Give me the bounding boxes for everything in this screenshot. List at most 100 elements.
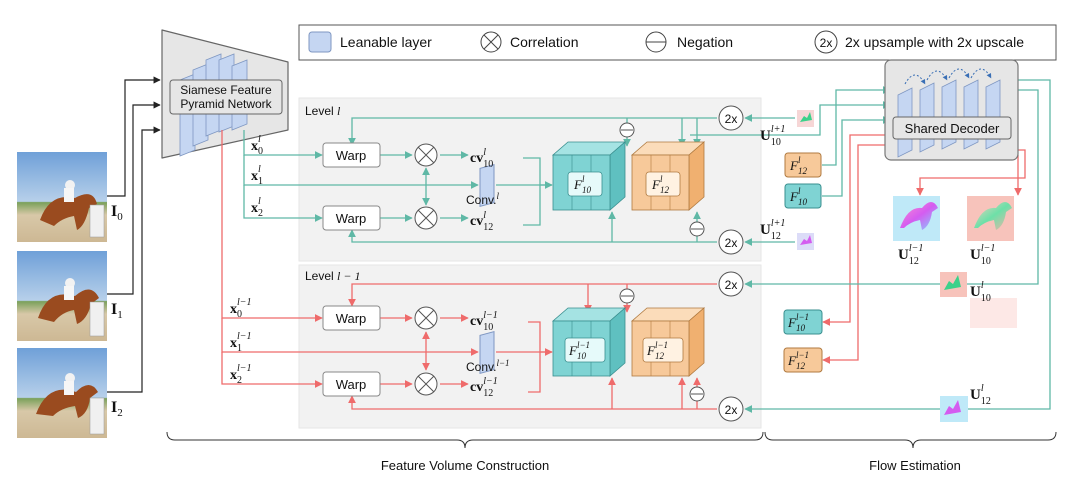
svg-text:F12l−1: F12l−1 [787,350,809,371]
label-I1: I1 [111,301,123,321]
level-l-correlation-bottom [414,206,438,230]
level-l-f12-volume: F12l [630,141,706,211]
legend-upsample-label: 2x upsample with 2x upscale [845,34,1024,50]
feature-f12-lm1-box: F12l−1 [783,347,823,373]
bracket-feature-volume [166,431,764,449]
input-image-2 [17,348,107,438]
level-l-minus-1-connections [221,130,1026,410]
input-arrows [107,76,161,393]
svg-text:I2: I2 [111,399,123,419]
level-l-warp-top [322,142,381,168]
svg-text:2x: 2x [725,403,738,417]
negation-icon [645,31,667,53]
label-I2: I2 [111,399,123,419]
level-l-nodes: Warp Warp Conv.l cv10l cv12l F10l [322,105,744,255]
label-I0: I0 [111,203,123,223]
svg-text:F10l: F10l [789,186,807,207]
svg-text:Warp: Warp [336,311,367,326]
feature-f10-l-box: F10l [784,183,822,209]
input-image-0 [17,152,107,242]
level-l-x1: x1l [251,164,263,187]
flow-u10-l-image [940,272,1017,328]
level-l-negation-bottom [689,221,705,237]
input-images [17,152,107,438]
level-l1-upsample-top: 2x [718,271,744,297]
bracket-flow-estimation-label: Flow Estimation [869,458,961,473]
svg-text:F10l−1: F10l−1 [787,312,809,333]
feature-f12-l-box: F12l [784,152,822,178]
level-l1-negation-bottom [689,386,705,402]
svg-text:F10l−1: F10l−1 [568,340,590,361]
level-l-upsample-bottom: 2x [718,229,744,255]
svg-text:2x: 2x [820,36,833,50]
svg-text:I1: I1 [111,301,123,321]
svg-text:F12l: F12l [651,174,669,195]
svg-text:Shared Decoder: Shared Decoder [905,121,1000,136]
shared-decoder: Shared Decoder [884,59,1019,161]
feature-f10-lm1-box: F10l−1 [783,309,823,335]
bracket-flow-estimation [764,431,1057,449]
level-l-f10-volume: F10l [551,141,627,211]
level-l1-f10-volume: F10l−1 [551,307,627,377]
level-l1-x2: x2l−1 [230,363,252,386]
svg-text:Warp: Warp [336,148,367,163]
siamese-title-line1: Siamese Feature [180,83,272,97]
svg-text:F12l: F12l [789,155,807,176]
label-u12-prev: U12l+1 [760,218,785,242]
level-l1-x0: x0l−1 [230,297,252,320]
level-l-conv-layer [479,163,495,208]
label-u10-lm1: U10l−1 [970,243,995,267]
level-l-cv10: cv10l [470,147,493,170]
legend-negation-label: Negation [677,34,733,50]
bracket-feature-volume-label: Feature Volume Construction [381,458,549,473]
level-l-upsample-top: 2x [718,105,744,131]
input-image-1 [17,251,107,341]
label-u10-prev: U10l+1 [760,124,785,148]
legend-correlation-label: Correlation [510,34,578,50]
siamese-title-line2: Pyramid Network [180,97,272,111]
legend-box [298,24,1057,61]
svg-text:Warp: Warp [336,377,367,392]
svg-text:I0: I0 [111,203,123,223]
flow-u12-l-image [940,396,968,422]
flow-estimation-connections [744,79,1051,413]
level-l-minus-1-title: Level l − 1 [305,269,360,283]
level-l1-conv-label: Conv.l−1 [466,358,510,374]
svg-text:2x: 2x [725,278,738,292]
level-l1-negation-top [619,288,635,304]
level-l-warp-bottom [322,205,381,231]
label-u12-l: U12l [970,383,991,407]
level-l1-correlation-bottom [414,372,438,396]
level-l1-upsample-bottom: 2x [718,396,744,422]
level-l-negation-top [619,122,635,138]
label-u12-lm1: U12l−1 [898,243,923,267]
flow-thumb-u12-prev [797,233,814,250]
flow-u10-lm1-image [967,196,1014,241]
level-l-minus-1-nodes: Warp Warp Conv.l−1 cv10l−1 cv12l−1 F10l−… [322,271,744,422]
siamese-network: Siamese Feature Pyramid Network [161,29,289,159]
level-l-conv-label: Conv.l [466,191,499,207]
level-l1-warp-top [322,305,381,331]
svg-text:2x: 2x [725,236,738,250]
upsample-icon: 2x [814,30,838,54]
label-u10-l: U10l [970,280,991,304]
legend: Leanable layer Correlation Negation 2x 2… [298,24,1057,61]
decoder-skip-arrows [904,68,992,85]
legend-learnable-label: Leanable layer [340,34,432,50]
level-l-cv12: cv12l [470,210,493,233]
svg-text:2x: 2x [725,112,738,126]
level-l-x2: x2l [251,196,263,219]
svg-text:F12l−1: F12l−1 [646,340,668,361]
flow-thumb-u10-prev [797,110,814,127]
level-l-x0: x0l [251,134,263,157]
level-l-correlation-top [414,143,438,167]
level-l-connections [243,101,891,246]
level-l1-f12-volume: F12l−1 [630,307,706,377]
level-l1-warp-bottom [322,371,381,397]
level-l1-cv10: cv10l−1 [470,310,498,333]
learnable-layer-icon [308,31,332,53]
flow-u12-lm1-image [893,196,940,241]
level-l1-correlation-top [414,306,438,330]
svg-text:Warp: Warp [336,211,367,226]
